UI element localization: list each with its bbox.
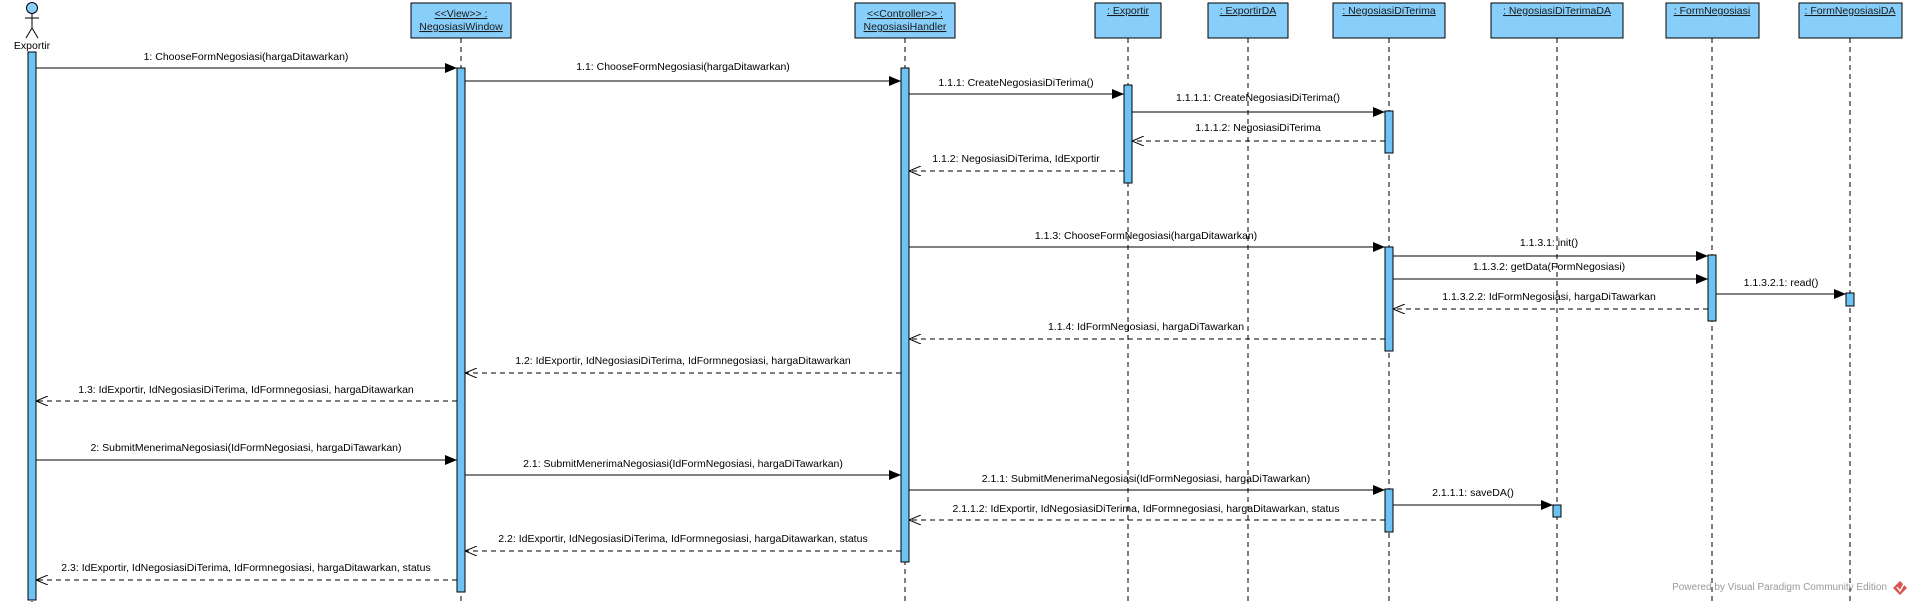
participant-name: : Exportir [1107,5,1150,17]
message-2-1-1-2[interactable]: 2.1.1.2: IdExportir, IdNegosiasiDiTerima… [909,503,1385,520]
message-1-1[interactable]: 1.1: ChooseFormNegosiasi(hargaDitawarkan… [465,61,901,86]
message-label: 1.1.4: IdFormNegosiasi, hargaDiTawarkan [1048,321,1244,333]
message-2-1-1[interactable]: 2.1.1: SubmitMenerimaNegosiasi(IdFormNeg… [909,473,1385,495]
message-label: 1.1.1.2: NegosiasiDiTerima [1195,122,1321,134]
participant-header-fnda[interactable]: : FormNegosiasiDA [1798,2,1903,39]
message-label: 1.1.2: NegosiasiDiTerima, IdExportir [932,153,1100,165]
message-1-1-3-2-1[interactable]: 1.1.3.2.1: read() [1716,277,1846,299]
message-label: 2.1.1: SubmitMenerimaNegosiasi(IdFormNeg… [982,473,1311,485]
activation-bar-ndt [1384,110,1394,154]
vp-logo-icon [1893,581,1907,595]
participant-header-nh[interactable]: <<Controller>> : NegosiasiHandler [854,2,956,39]
activation-bar-ex [1123,84,1133,184]
message-label: 1.3: IdExportir, IdNegosiasiDiTerima, Id… [78,384,414,396]
actor-name: Exportir [14,40,51,52]
message-1-1-2[interactable]: 1.1.2: NegosiasiDiTerima, IdExportir [909,153,1124,171]
message-label: 2.1.1.2: IdExportir, IdNegosiasiDiTerima… [953,503,1340,515]
participant-header-exda[interactable]: : ExportirDA [1207,2,1289,39]
message-label: 1.1.3.2.2: IdFormNegosiasi, hargaDiTawar… [1442,291,1656,303]
message-2[interactable]: 2: SubmitMenerimaNegosiasi(IdFormNegosia… [36,442,457,465]
participant-header-fn[interactable]: : FormNegosiasi [1665,2,1760,39]
message-label: 1.1.1: CreateNegosiasiDiTerima() [938,77,1093,89]
message-1-1-3-1[interactable]: 1.1.3.1: init() [1393,237,1708,261]
message-label: 1.1.3.2.1: read() [1744,277,1819,289]
activation-bar-fnda [1845,292,1855,307]
participant-name: NegosiasiWindow [419,21,503,33]
message-label: 2.1.1.1: saveDA() [1432,487,1514,499]
activation-bar-actor [27,51,37,601]
message-label: 2.1: SubmitMenerimaNegosiasi(IdFormNegos… [523,458,843,470]
message-1-1-3-2[interactable]: 1.1.3.2: getData(FormNegosiasi) [1393,261,1708,284]
activation-bar-ndtda [1552,504,1562,518]
message-label: 1: ChooseFormNegosiasi(hargaDitawarkan) [144,51,349,63]
message-1-1-4[interactable]: 1.1.4: IdFormNegosiasi, hargaDiTawarkan [909,321,1385,339]
participant-stereotype: <<View>> : [435,8,488,20]
message-1-1-1[interactable]: 1.1.1: CreateNegosiasiDiTerima() [909,77,1124,99]
message-2-2[interactable]: 2.2: IdExportir, IdNegosiasiDiTerima, Id… [465,533,901,551]
activation-bar-nw [456,67,466,593]
message-1-1-3[interactable]: 1.1.3: ChooseFormNegosiasi(hargaDitawark… [909,230,1385,252]
message-2-1[interactable]: 2.1: SubmitMenerimaNegosiasi(IdFormNegos… [465,458,901,480]
message-1-1-3-2-2[interactable]: 1.1.3.2.2: IdFormNegosiasi, hargaDiTawar… [1393,291,1708,309]
participant-header-ndt[interactable]: : NegosiasiDiTerima [1332,2,1446,39]
message-label: 1.2: IdExportir, IdNegosiasiDiTerima, Id… [515,355,851,367]
activation-bar-nh [900,67,910,563]
message-1-1-1-1[interactable]: 1.1.1.1: CreateNegosiasiDiTerima() [1132,92,1385,117]
message-1-1-1-2[interactable]: 1.1.1.2: NegosiasiDiTerima [1132,122,1385,141]
message-label: 1.1.3.1: init() [1520,237,1578,249]
message-label: 1.1: ChooseFormNegosiasi(hargaDitawarkan… [576,61,790,73]
activation-bar-fn [1707,254,1717,322]
actor-exportir[interactable]: Exportir [14,2,51,53]
participant-header-ex[interactable]: : Exportir [1094,2,1162,39]
message-1-3[interactable]: 1.3: IdExportir, IdNegosiasiDiTerima, Id… [36,384,457,401]
message-label: 2.3: IdExportir, IdNegosiasiDiTerima, Id… [61,562,430,574]
message-label: 1.1.1.1: CreateNegosiasiDiTerima() [1176,92,1340,104]
message-2-3[interactable]: 2.3: IdExportir, IdNegosiasiDiTerima, Id… [36,562,457,580]
participant-name: : NegosiasiDiTerimaDA [1503,5,1611,17]
participant-stereotype: <<Controller>> : [867,8,943,20]
participant-name: NegosiasiHandler [864,21,947,33]
message-label: 2: SubmitMenerimaNegosiasi(IdFormNegosia… [90,442,401,454]
message-label: 1.1.3.2: getData(FormNegosiasi) [1473,261,1625,273]
watermark-text: Powered by Visual Paradigm Community Edi… [1672,582,1887,593]
participant-name: : ExportirDA [1220,5,1277,17]
participant-header-ndtda[interactable]: : NegosiasiDiTerimaDA [1490,2,1624,39]
activation-bar-ndt [1384,488,1394,533]
message-2-1-1-1[interactable]: 2.1.1.1: saveDA() [1393,487,1553,510]
participant-name: : FormNegosiasiDA [1804,5,1895,17]
message-label: 1.1.3: ChooseFormNegosiasi(hargaDitawark… [1035,230,1257,242]
participant-name: : NegosiasiDiTerima [1342,5,1436,17]
message-1[interactable]: 1: ChooseFormNegosiasi(hargaDitawarkan) [36,51,457,73]
participant-name: : FormNegosiasi [1674,5,1750,17]
actor-figure-icon [25,2,39,39]
participant-header-nw[interactable]: <<View>> : NegosiasiWindow [410,2,512,39]
message-label: 2.2: IdExportir, IdNegosiasiDiTerima, Id… [498,533,867,545]
activation-bar-ndt [1384,246,1394,352]
message-1-2[interactable]: 1.2: IdExportir, IdNegosiasiDiTerima, Id… [465,355,901,373]
